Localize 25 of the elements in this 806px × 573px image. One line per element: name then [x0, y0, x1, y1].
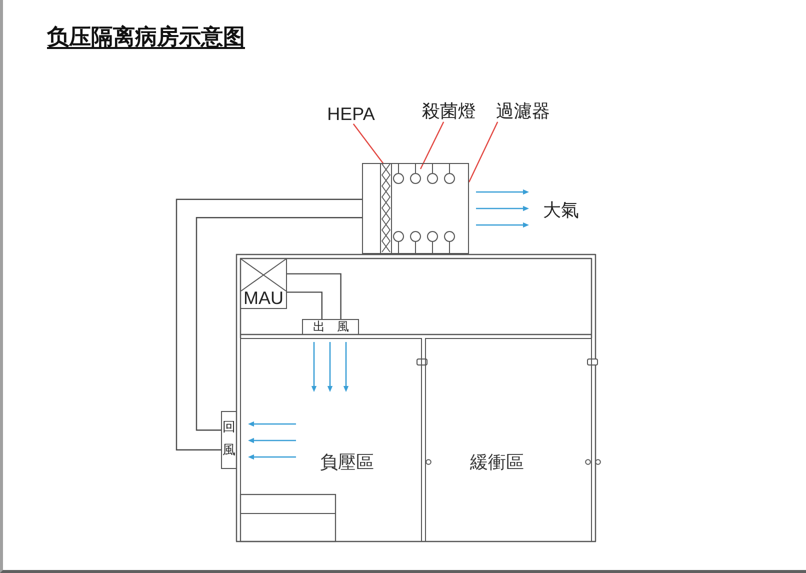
duct-line [196, 217, 362, 431]
flow-label: 大氣 [543, 202, 579, 221]
callout-label: 殺菌燈 [422, 103, 476, 122]
vent-label: 出風 [313, 320, 361, 334]
vent-label: 回風 [222, 419, 236, 460]
page-title: 负压隔离病房示意图 [47, 25, 245, 50]
room-outline [240, 338, 422, 542]
unit-box [240, 258, 287, 309]
vent-box [302, 319, 359, 335]
callout-label: HEPA [327, 105, 375, 124]
leader-line [420, 122, 444, 170]
filter-icon [380, 164, 392, 253]
exhaust-unit-box [362, 163, 469, 254]
duct-line [287, 292, 322, 319]
room-outline [425, 338, 592, 542]
duct-line [287, 273, 342, 319]
unit-label: MAU [244, 289, 284, 309]
leader-line [352, 124, 384, 164]
vent-box [221, 411, 237, 469]
callout-label: 過濾器 [496, 103, 550, 122]
leader-line [468, 122, 498, 182]
duct-line [176, 198, 362, 450]
room-label: 負壓區 [320, 453, 374, 473]
lamp-icon [410, 164, 420, 184]
room-label: 緩衝區 [470, 453, 524, 473]
